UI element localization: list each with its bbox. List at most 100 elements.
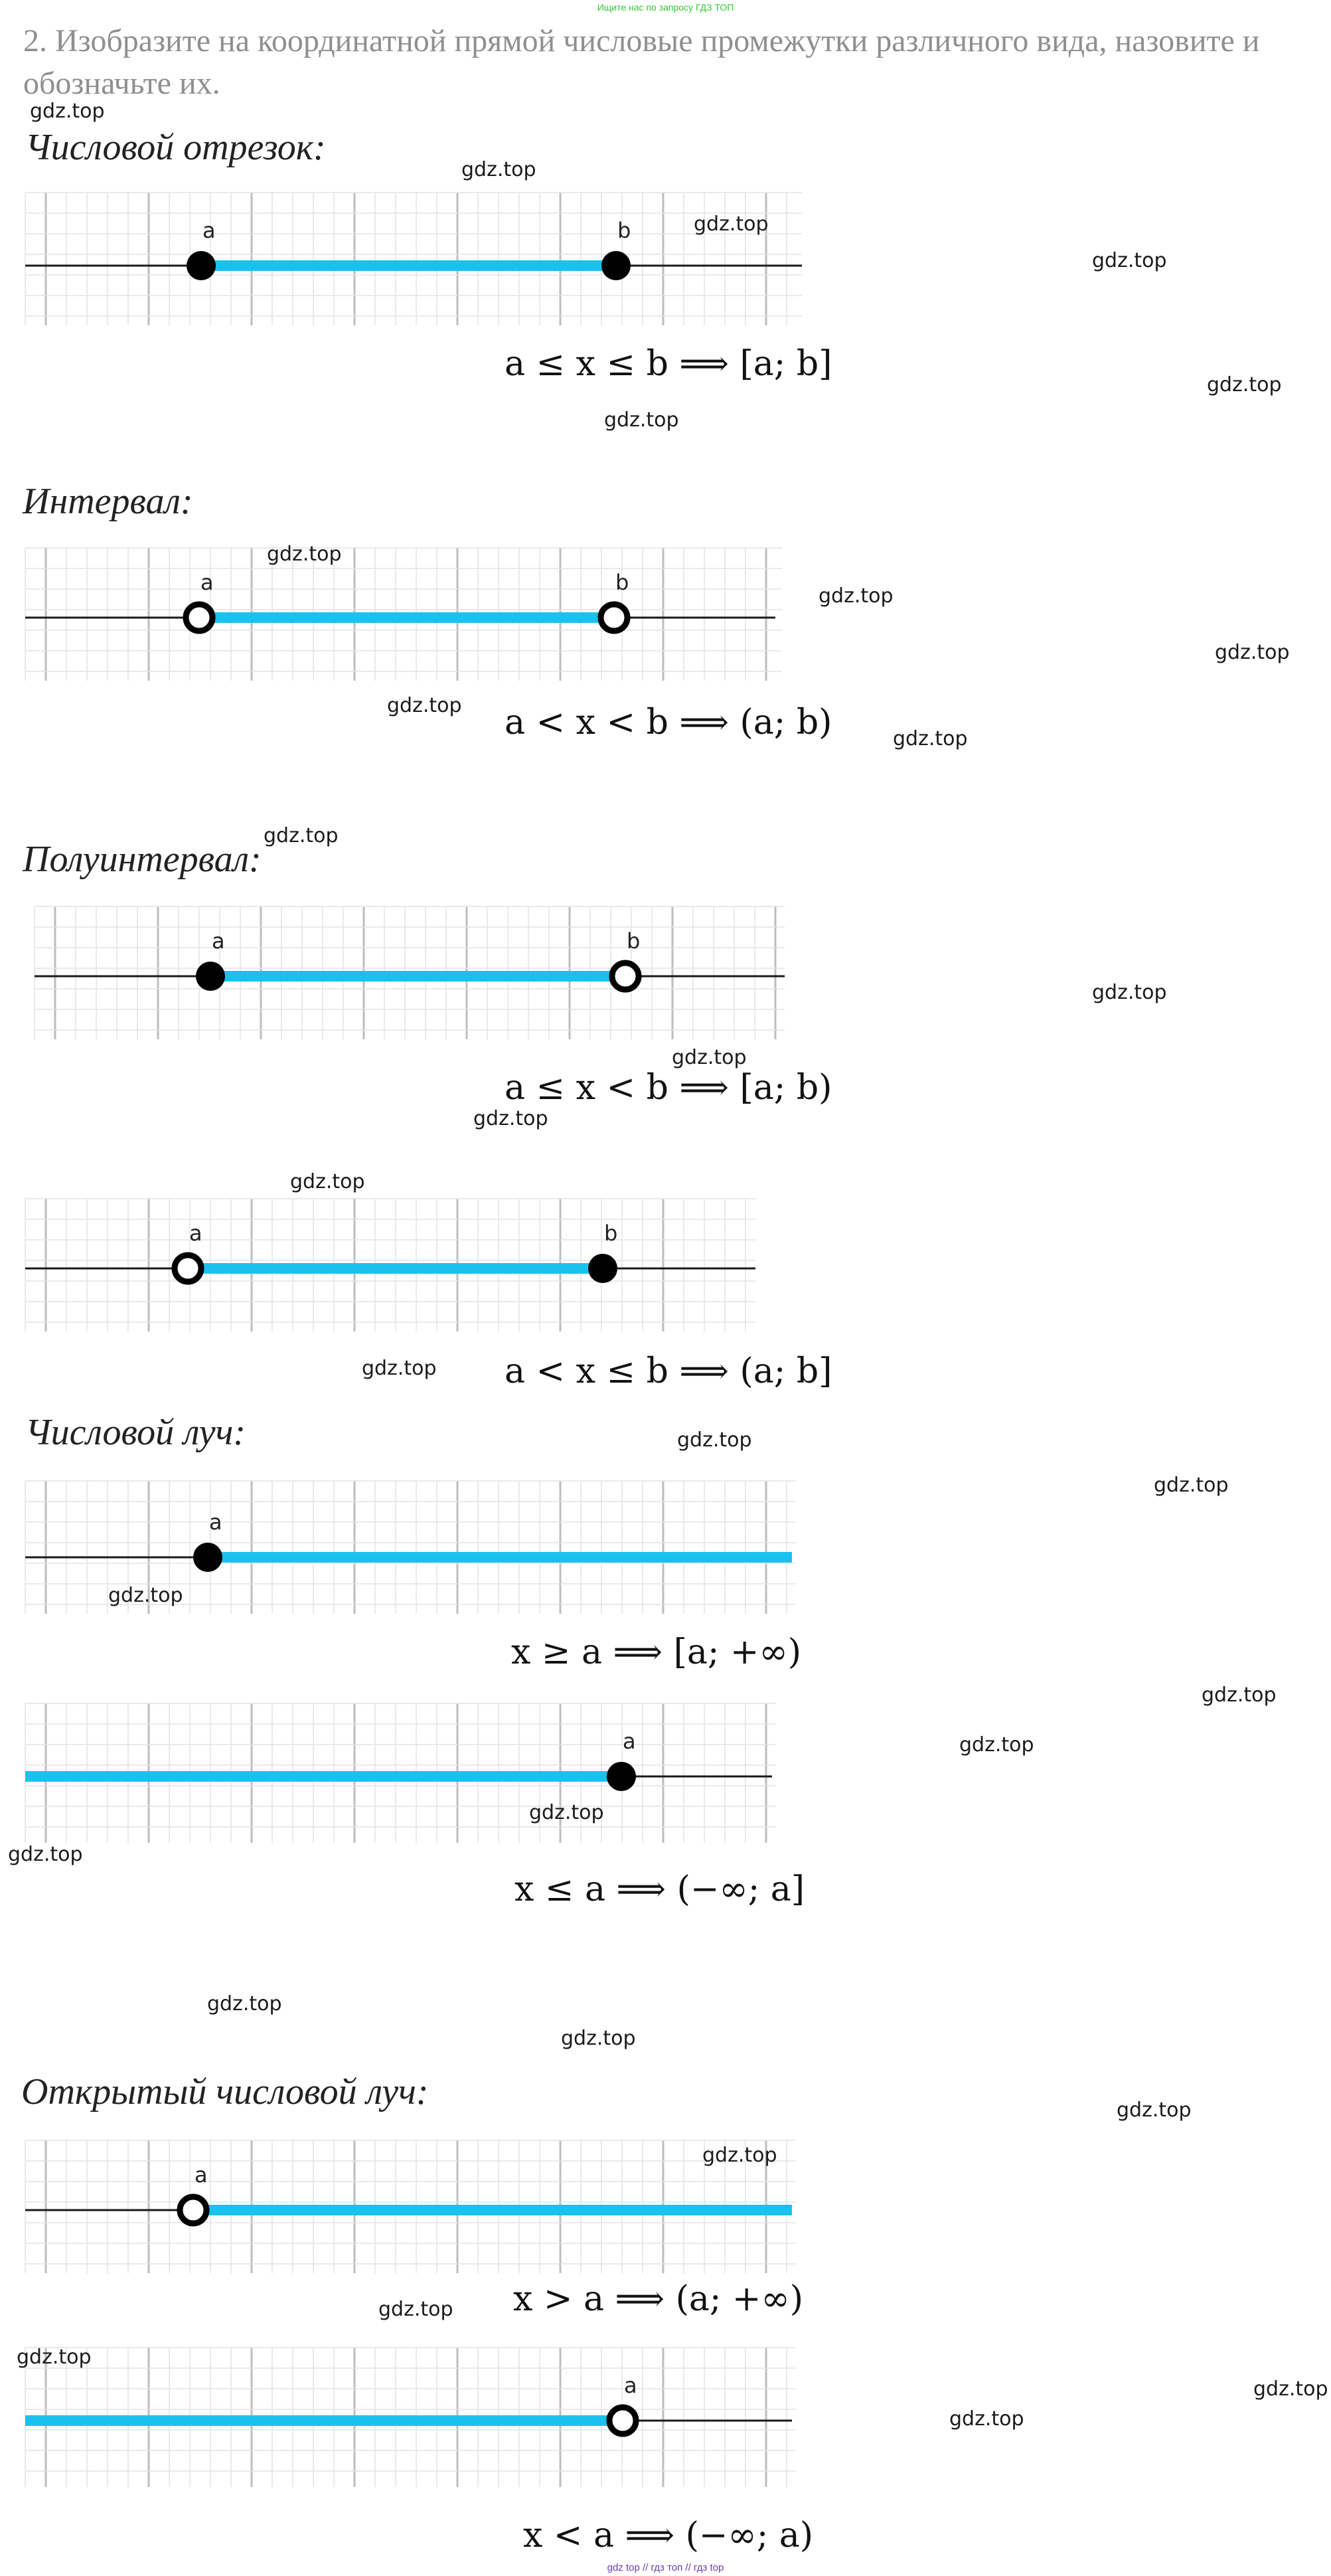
heading-segment: Числовой отрезок: bbox=[25, 127, 326, 168]
point-label: b bbox=[615, 570, 629, 595]
formula-open-ray-1: x > a ⟹ (a; +∞) bbox=[513, 2279, 803, 2319]
implies-arrow: ⟹ bbox=[625, 2516, 675, 2555]
inequality: x < a bbox=[523, 2516, 614, 2555]
watermark: gdz.top bbox=[1154, 1474, 1229, 1497]
heading-interval: Интервал: bbox=[23, 481, 193, 522]
number-line-ray-open-left: a bbox=[25, 2347, 795, 2487]
closed-point bbox=[193, 1543, 222, 1572]
interval-notation: (−∞; a] bbox=[676, 1869, 805, 1909]
open-point bbox=[597, 601, 631, 634]
implies-arrow: ⟹ bbox=[679, 703, 729, 742]
heading-ray: Числовой луч: bbox=[25, 1412, 246, 1453]
formula-interval: a < x < b ⟹ (a; b) bbox=[505, 703, 832, 742]
watermark: gdz.top bbox=[1202, 1683, 1277, 1707]
implies-arrow: ⟹ bbox=[679, 1351, 729, 1391]
implies-arrow: ⟹ bbox=[679, 1068, 729, 1108]
formula-segment: a ≤ x ≤ b ⟹ [a; b] bbox=[505, 344, 832, 384]
implies-arrow: ⟹ bbox=[679, 344, 729, 384]
interval-notation: (−∞; a) bbox=[685, 2516, 814, 2555]
open-point bbox=[177, 2193, 210, 2227]
watermark: gdz.top bbox=[387, 694, 462, 717]
top-banner: Ищите нас по запросу ГДЗ ТОП bbox=[597, 2, 734, 13]
watermark: gdz.top bbox=[1092, 249, 1167, 272]
formula-half-interval-1: a ≤ x < b ⟹ [a; b) bbox=[505, 1068, 832, 1108]
watermark: gdz.top bbox=[207, 1992, 282, 2016]
watermark: gdz.top bbox=[30, 100, 105, 123]
watermark: gdz.top bbox=[604, 408, 679, 432]
number-line-ray-closed-right: a bbox=[25, 1480, 795, 1614]
watermark: gdz.top bbox=[694, 213, 769, 236]
formula-ray-1: x ≥ a ⟹ [a; +∞) bbox=[511, 1632, 801, 1672]
interval-notation: (a; b) bbox=[740, 703, 832, 742]
watermark: gdz.top bbox=[677, 1428, 752, 1452]
point-label: a bbox=[195, 2162, 208, 2188]
inequality: x ≥ a bbox=[511, 1632, 602, 1672]
formula-ray-2: x ≤ a ⟹ (−∞; a] bbox=[514, 1869, 805, 1909]
watermark: gdz.top bbox=[1207, 373, 1282, 396]
point-label: a bbox=[200, 570, 214, 595]
point-label: b bbox=[627, 928, 640, 954]
open-point bbox=[606, 2404, 639, 2437]
watermark: gdz.top bbox=[264, 824, 339, 847]
open-point bbox=[183, 601, 216, 634]
point-label: a bbox=[624, 2373, 637, 2398]
inequality: a < x < b bbox=[505, 703, 668, 742]
point-label: a bbox=[209, 1509, 222, 1535]
heading-open-ray: Открытый числовой луч: bbox=[21, 2071, 429, 2112]
heading-half-interval: Полуинтервал: bbox=[23, 839, 262, 880]
closed-point bbox=[588, 1254, 617, 1283]
open-point bbox=[171, 1252, 204, 1285]
interval-notation: [a; b) bbox=[740, 1068, 832, 1108]
watermark: gdz.top bbox=[529, 1801, 604, 1824]
interval-notation: (a; +∞) bbox=[675, 2279, 804, 2319]
watermark: gdz.top bbox=[1117, 2099, 1192, 2122]
watermark: gdz.top bbox=[702, 2144, 777, 2167]
watermark: gdz.top bbox=[1092, 981, 1167, 1004]
interval-notation: [a; +∞) bbox=[673, 1632, 802, 1672]
point-label: b bbox=[604, 1221, 617, 1246]
formula-half-interval-2: a < x ≤ b ⟹ (a; b] bbox=[505, 1351, 832, 1391]
number-line-ray-closed-left: a bbox=[25, 1703, 775, 1843]
watermark: gdz.top bbox=[461, 158, 536, 181]
watermark: gdz.top bbox=[959, 1733, 1034, 1757]
watermark: gdz.top bbox=[819, 584, 894, 608]
point-label: b bbox=[617, 218, 631, 243]
implies-arrow: ⟹ bbox=[613, 1632, 663, 1672]
grid bbox=[25, 1480, 795, 1614]
watermark: gdz.top bbox=[473, 1107, 548, 1130]
open-point bbox=[609, 960, 642, 993]
closed-point bbox=[601, 251, 631, 280]
watermark: gdz.top bbox=[1215, 641, 1290, 664]
watermark: gdz.top bbox=[290, 1170, 365, 1193]
interval-notation: [a; b] bbox=[740, 344, 832, 384]
watermark: gdz.top bbox=[378, 2298, 453, 2321]
task-text: 2. Изобразите на координатной прямой чис… bbox=[23, 23, 1260, 101]
point-label: a bbox=[202, 218, 216, 243]
inequality: a ≤ x < b bbox=[505, 1068, 668, 1108]
formula-open-ray-2: x < a ⟹ (−∞; a) bbox=[523, 2516, 813, 2555]
point-label: a bbox=[623, 1729, 636, 1754]
point-label: a bbox=[189, 1221, 202, 1246]
watermark: gdz.top bbox=[561, 2027, 636, 2050]
grid bbox=[25, 192, 802, 325]
watermark: gdz.top bbox=[1253, 2377, 1328, 2401]
watermark: gdz.top bbox=[672, 1046, 747, 1069]
number-line-ray-open-right: a bbox=[25, 2140, 795, 2273]
closed-point bbox=[607, 1762, 636, 1791]
inequality: a ≤ x ≤ b bbox=[505, 344, 668, 384]
watermark: gdz.top bbox=[17, 2346, 92, 2369]
watermark: gdz.top bbox=[949, 2407, 1024, 2431]
point-label: a bbox=[212, 928, 225, 954]
closed-point bbox=[187, 251, 216, 280]
inequality: x ≤ a bbox=[514, 1869, 605, 1909]
inequality: x > a bbox=[513, 2279, 604, 2319]
implies-arrow: ⟹ bbox=[616, 1869, 666, 1909]
watermark: gdz.top bbox=[267, 543, 342, 566]
bottom-banner: gdz top // гдз топ // гдз top bbox=[607, 2562, 724, 2573]
watermark: gdz.top bbox=[108, 1584, 183, 1607]
implies-arrow: ⟹ bbox=[615, 2279, 665, 2319]
